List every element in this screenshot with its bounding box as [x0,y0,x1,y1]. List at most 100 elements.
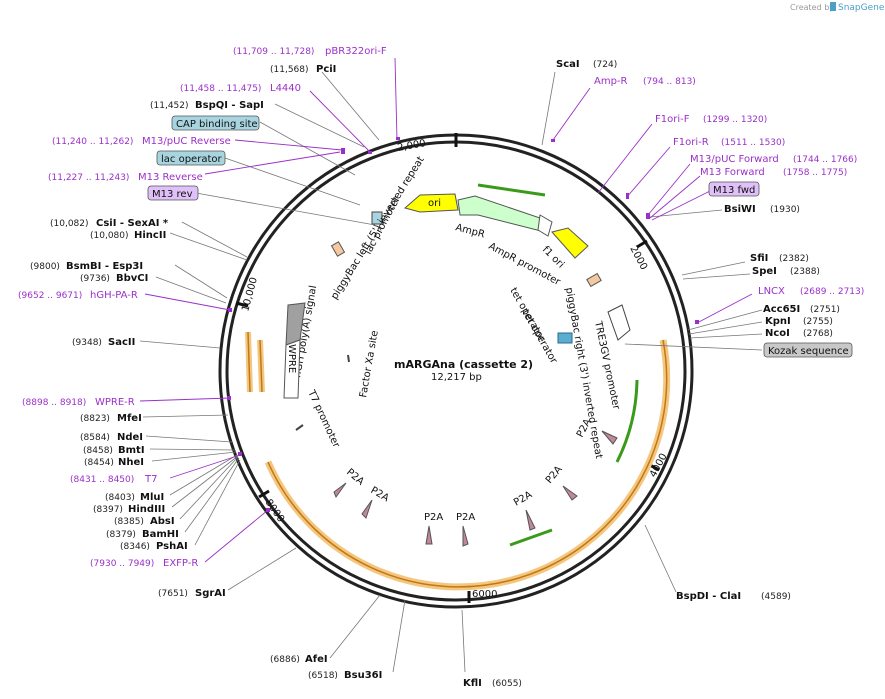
pos-pbr322ori: (11,709 .. 11,728) [233,47,314,57]
mark-m13rev [341,148,345,154]
primer-m13-fwd: M13 Forward [700,167,765,178]
leader-lncx [696,293,753,324]
tet-operator-mark [557,332,573,344]
primer-pbr322ori: pBR322ori-F [325,46,387,57]
leader-exfp-r [204,509,269,563]
mark-ampr [551,139,555,142]
mark-l4440 [368,151,372,154]
enzyme-bsu36i: Bsu36I [344,670,382,681]
pos-bbvci: (9736) [80,274,110,284]
green-arrow-bottom [509,528,553,547]
enzyme-bspqi: BspQI - SapI [195,100,264,111]
leader-m13rev [195,192,376,226]
pos-ndei: (8584) [80,433,110,443]
orf-highlight-arc-line [267,339,668,588]
pos-wpre-r: (8898 .. 8918) [22,398,86,408]
plasmid-name: mARGAna (cassette 2) [394,358,533,371]
leader-m13-fwd [649,175,701,219]
factor-xa-label: Factor Xa site [358,330,381,399]
pos-bamhi: (8379) [106,530,136,540]
leader-csii [181,221,248,258]
p2a-marker-1 [601,430,618,445]
cap-binding-box [171,115,260,131]
leader-f1ori-r [625,146,671,199]
leader-m13-rev [204,151,341,175]
ampr-label: AmpR [454,222,486,240]
enzyme-sacii: SacII [108,337,135,348]
pos-f1ori-r: (1511 .. 1530) [721,138,785,148]
green-arrow-right [615,379,639,463]
leader-bsiwi [649,209,723,218]
wpre-label: WPRE [286,344,297,373]
pos-bspdi: (4589) [761,592,791,602]
pos-bsiwi: (1930) [770,205,800,215]
leader-pcii [321,71,380,141]
primer-l4440: L4440 [270,83,301,94]
leader-bspqi [274,103,365,148]
leader-cap [259,121,356,176]
pos-bsmbi: (9800) [30,262,60,272]
pb-left-label: piggyBac left (5') inverted repeat [329,155,427,302]
leader-ampr-primer [552,87,591,141]
mark-lncx [695,320,699,324]
ori-label: ori [428,198,441,209]
wpre-feature [283,339,301,399]
leader-f1ori-f [597,123,653,194]
pb-right-feature [586,272,602,288]
pos-lncx: (2689 .. 2713) [800,287,864,297]
mark-f1ori [626,193,629,199]
pos-ampr-primer: (794 .. 813) [643,77,696,87]
m13-rev-box-label: M13 rev [152,189,193,200]
pos-m13-fwd: (1758 .. 1775) [783,168,847,178]
p2a-marker-7 [333,482,347,499]
enzyme-hindiii: HindIII [128,504,165,515]
primer-leader-lines [139,57,753,563]
tick-label-10000: 10,000 [240,276,260,313]
enzyme-spei: SpeI [752,266,777,277]
cap-binding-label: CAP binding site [176,119,258,130]
leader-hindiii [171,455,239,508]
m13-fwd-box [708,181,760,197]
tick-8000-mark [258,489,270,499]
pos-mfei: (8823) [80,414,110,424]
leader-kozak [624,343,763,351]
primer-m13puc-rev: M13/pUC Reverse [142,136,231,147]
tre3gv-feature [607,304,631,341]
leader-acc65i [687,309,763,331]
leader-lacop [224,157,361,206]
leader-wpre-r [139,397,231,402]
primer-wpre-r: WPRE-R [95,397,135,408]
f1ori-label: f1 ori [540,244,566,270]
primer-f1ori-r: F1ori-R [673,137,709,148]
primer-ampr: Amp-R [594,76,628,87]
p2a-marker-5 [425,525,433,545]
enzyme-pshai: PshAI [156,541,188,552]
leader-bbvci [155,276,227,304]
credit-brand: SnapGene [838,3,885,13]
enzyme-pcii: PciI [316,64,336,75]
pos-m13-rev: (11,227 .. 11,243) [48,173,129,183]
enzyme-csii: CsiI - SexAI * [96,218,169,229]
pos-acc65i: (2751) [810,305,840,315]
enzyme-ncoi: NcoI [765,328,790,339]
p2a-label-4: P2A [456,512,475,523]
hgh-highlight-line [259,339,263,393]
p2a-label-3: P2A [512,489,534,508]
mark-exfpr [266,508,270,512]
enzyme-hincii: HincII [134,230,166,241]
enzyme-absi: AbsI [150,516,175,527]
pos-bsu36i: (6518) [308,671,338,681]
enzyme-acc65i: Acc65I [763,304,800,315]
mark-t7 [238,452,242,456]
pos-pcii: (11,568) [270,65,309,75]
pos-exfp-r: (7930 .. 7949) [90,559,154,569]
m13-fwd-box-label: M13 fwd [713,185,755,196]
leader-absi [179,456,239,520]
t7-promoter-label: T7 promoter [305,388,342,451]
p2a-marker-3 [525,509,536,531]
enzyme-sgrai: SgrAI [195,588,226,599]
m13-rev-box [147,185,199,201]
pos-sgrai: (7651) [158,589,188,599]
primer-t7: T7 [144,474,157,485]
